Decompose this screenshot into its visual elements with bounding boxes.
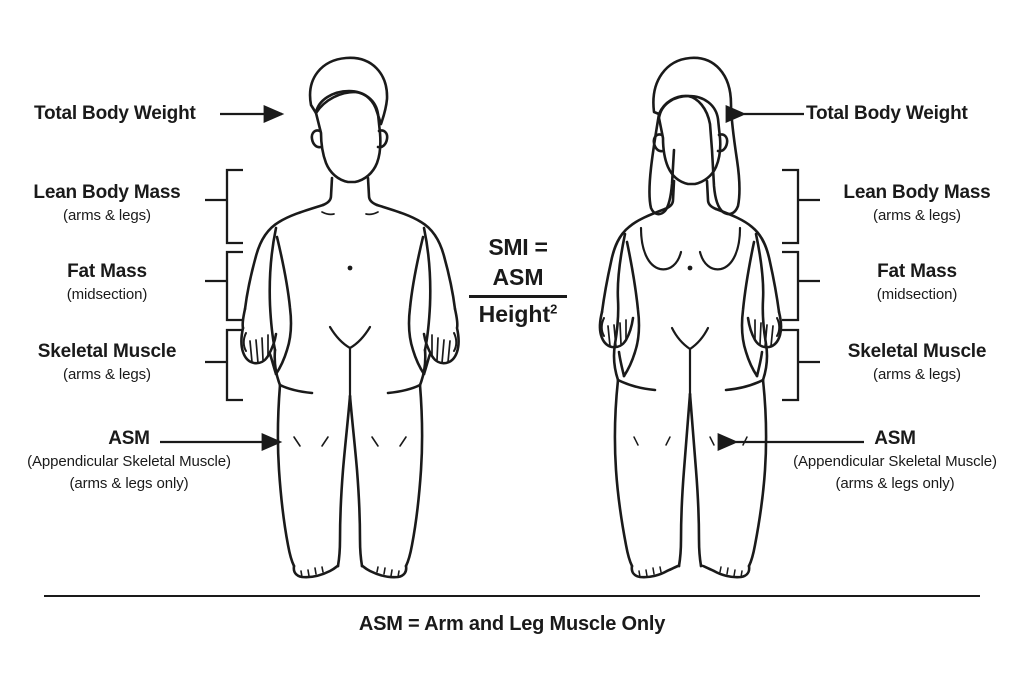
label-lean-body-mass-left-sub: (arms & legs): [63, 207, 151, 225]
label-skeletal-muscle-right-sub: (arms & legs): [873, 366, 961, 384]
bracket-skeletal-muscle-left: [225, 328, 243, 402]
label-fat-mass-left: Fat Mass (midsection): [0, 260, 214, 305]
label-fat-mass-right-sub: (midsection): [876, 286, 958, 304]
label-total-body-weight-left: Total Body Weight: [0, 102, 218, 125]
bracket-lean-body-mass-left: [225, 168, 243, 245]
label-fat-mass-right: Fat Mass (midsection): [810, 260, 1024, 305]
label-total-body-weight-right-main: Total Body Weight: [806, 103, 968, 124]
label-asm-left-sub2: (arms & legs only): [69, 474, 189, 492]
smi-formula-denominator-base: Height: [478, 301, 551, 328]
label-lean-body-mass-left: Lean Body Mass (arms & legs): [0, 181, 214, 226]
label-asm-left: ASM (Appendicular Skeletal Muscle) (arms…: [0, 427, 258, 493]
label-skeletal-muscle-left-sub: (arms & legs): [63, 366, 151, 384]
label-asm-right-sub2: (arms & legs only): [835, 474, 955, 492]
smi-formula-denominator-exponent: 2: [550, 301, 558, 317]
smi-formula-numerator: ASM: [492, 263, 544, 290]
bracket-fat-mass-right: [782, 250, 800, 322]
footer-divider: [44, 595, 980, 597]
bracket-fat-mass-left: [225, 250, 243, 322]
label-asm-left-sub: (Appendicular Skeletal Muscle): [27, 453, 231, 471]
bracket-skeletal-muscle-right: [782, 328, 800, 402]
label-skeletal-muscle-right: Skeletal Muscle (arms & legs): [810, 340, 1024, 385]
label-asm-right-sub: (Appendicular Skeletal Muscle): [793, 453, 997, 471]
label-skeletal-muscle-right-main: Skeletal Muscle: [847, 341, 987, 362]
smi-formula-heading: SMI =: [488, 234, 548, 260]
label-asm-left-main: ASM: [108, 428, 150, 449]
label-asm-right-main: ASM: [874, 428, 916, 449]
label-fat-mass-left-main: Fat Mass: [67, 261, 147, 282]
label-skeletal-muscle-left-main: Skeletal Muscle: [37, 341, 177, 362]
label-lean-body-mass-right-sub: (arms & legs): [873, 207, 961, 225]
label-asm-right: ASM (Appendicular Skeletal Muscle) (arms…: [766, 427, 1024, 493]
bracket-lean-body-mass-right: [782, 168, 800, 245]
smi-formula: SMI = ASM Height2: [462, 232, 574, 330]
label-fat-mass-left-sub: (midsection): [66, 286, 148, 304]
male-body-figure: [240, 56, 460, 579]
label-total-body-weight-left-main: Total Body Weight: [34, 103, 196, 124]
smi-formula-fraction-bar: [469, 295, 567, 299]
label-lean-body-mass-left-main: Lean Body Mass: [33, 182, 181, 203]
label-total-body-weight-right: Total Body Weight: [806, 102, 1024, 125]
footer-caption: ASM = Arm and Leg Muscle Only: [358, 613, 666, 635]
female-body-figure: [598, 56, 783, 579]
smi-formula-denominator: Height2: [462, 300, 574, 330]
label-lean-body-mass-right-main: Lean Body Mass: [843, 182, 991, 203]
label-lean-body-mass-right: Lean Body Mass (arms & legs): [810, 181, 1024, 226]
label-skeletal-muscle-left: Skeletal Muscle (arms & legs): [0, 340, 214, 385]
label-fat-mass-right-main: Fat Mass: [877, 261, 957, 282]
